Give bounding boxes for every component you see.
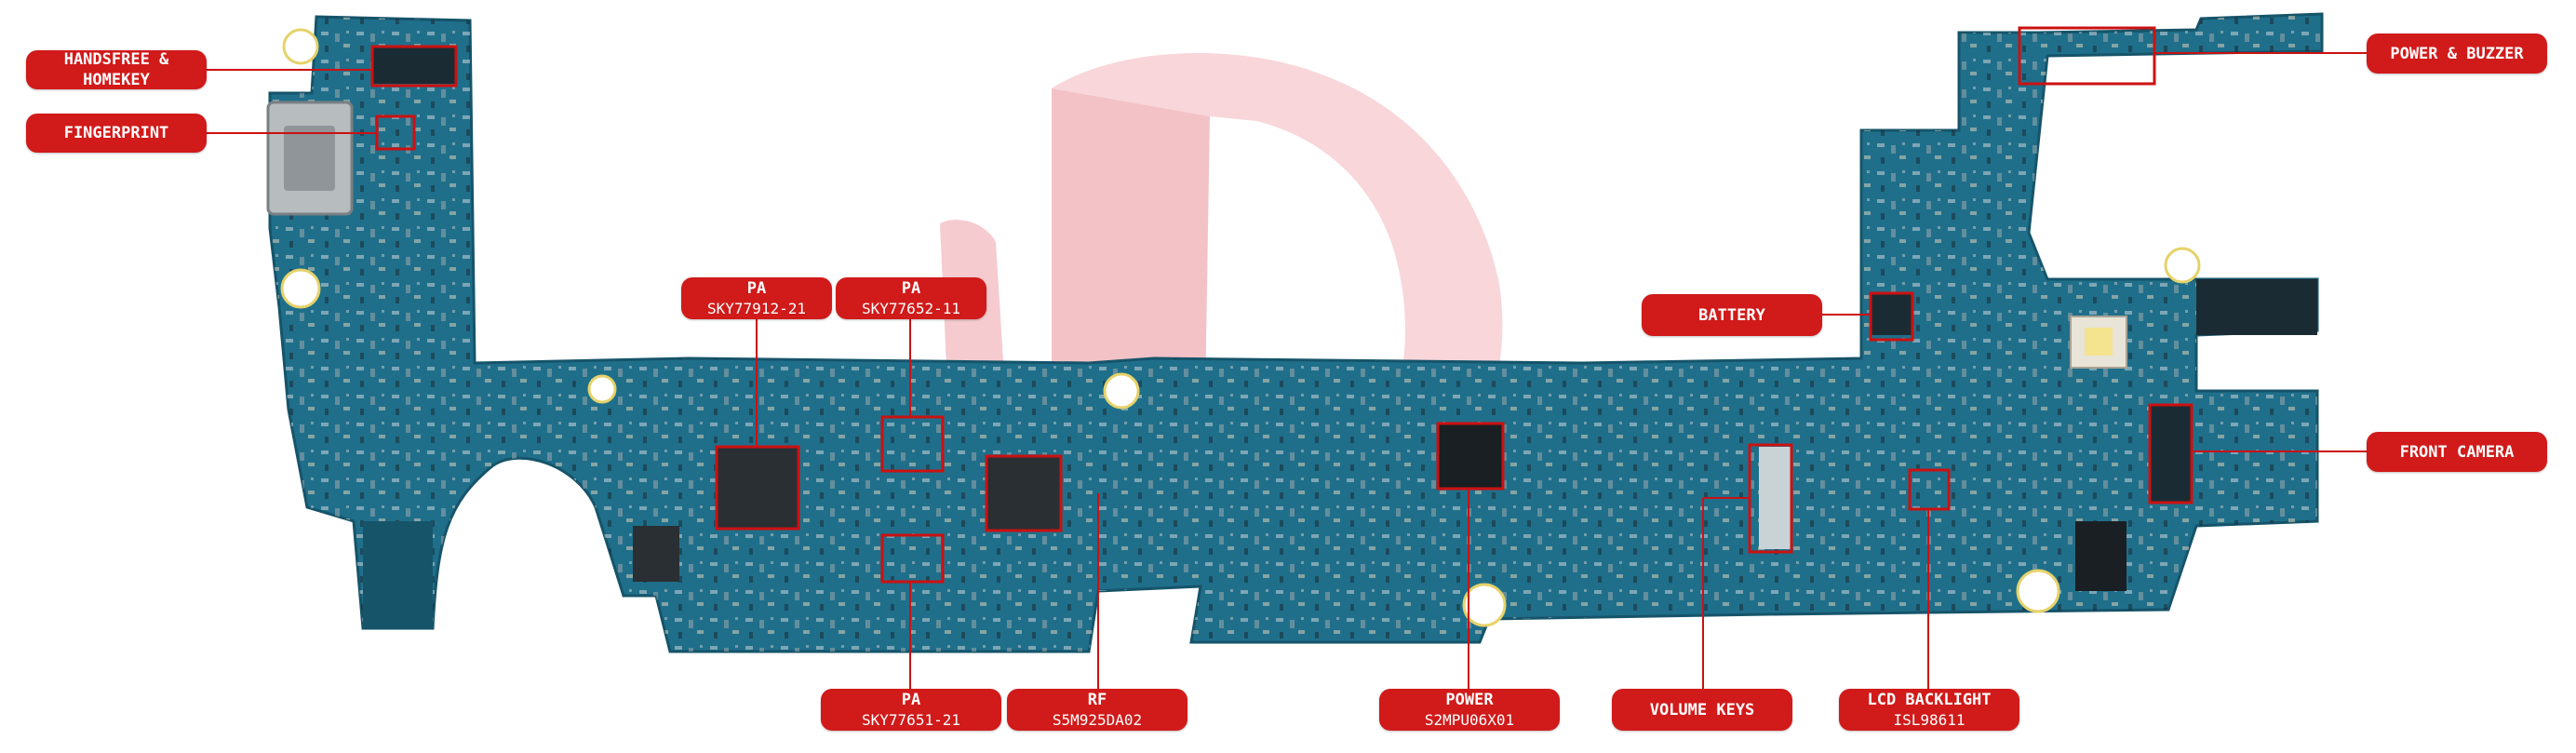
label-battery-title: BATTERY	[1698, 305, 1765, 325]
label-pa2-title: PA	[901, 278, 921, 298]
label-pa-sky77652: PA SKY77652-11	[836, 277, 986, 319]
label-power: POWER S2MPU06X01	[1379, 689, 1560, 731]
label-power-buzzer: POWER & BUZZER	[2367, 34, 2547, 74]
pcb-board	[266, 12, 2324, 653]
highlight-powerbuzzer	[2018, 26, 2156, 86]
label-pa3-title: PA	[901, 690, 921, 709]
label-rf-title: RF	[1087, 690, 1107, 709]
highlight-pa2	[880, 415, 945, 473]
label-frontcam-title: FRONT CAMERA	[2399, 442, 2515, 462]
label-powerbuzzer-title: POWER & BUZZER	[2390, 44, 2524, 63]
label-volume-keys: VOLUME KEYS	[1612, 689, 1792, 731]
label-fingerprint-title: FINGERPRINT	[63, 124, 169, 142]
highlight-battery	[1869, 291, 1914, 342]
label-pa-sky77912: PA SKY77912-21	[681, 277, 832, 319]
label-fingerprint: FINGERPRINT	[26, 114, 207, 153]
label-pa1-title: PA	[746, 278, 767, 298]
highlight-power	[1436, 422, 1505, 491]
label-front-camera: FRONT CAMERA	[2367, 432, 2547, 472]
label-battery: BATTERY	[1642, 294, 1822, 336]
highlight-handsfree	[370, 45, 458, 87]
label-volume-title: VOLUME KEYS	[1649, 700, 1755, 719]
leader-lines	[207, 52, 2367, 689]
label-rf: RF S5M925DA02	[1007, 689, 1187, 731]
label-lcd-backlight: LCD BACKLIGHT ISL98611	[1839, 689, 2019, 731]
label-power-part: S2MPU06X01	[1424, 710, 1515, 729]
label-pa-sky77651: PA SKY77651-21	[821, 689, 1001, 731]
label-handsfree-homekey: HANDSFREE & HOMEKEY	[26, 50, 207, 89]
label-pa1-part: SKY77912-21	[707, 299, 806, 317]
label-pa2-part: SKY77652-11	[862, 299, 960, 317]
label-rf-part: S5M925DA02	[1052, 710, 1143, 729]
highlight-frontcam	[2148, 403, 2194, 504]
label-handsfree-title: HANDSFREE & HOMEKEY	[63, 50, 169, 89]
label-lcd-part: ISL98611	[1893, 710, 1966, 729]
highlight-rf	[985, 454, 1063, 532]
label-pa3-part: SKY77651-21	[862, 710, 960, 729]
label-power-title: POWER	[1445, 690, 1494, 709]
highlight-pa3	[880, 533, 945, 584]
label-lcd-title: LCD BACKLIGHT	[1867, 690, 1992, 709]
